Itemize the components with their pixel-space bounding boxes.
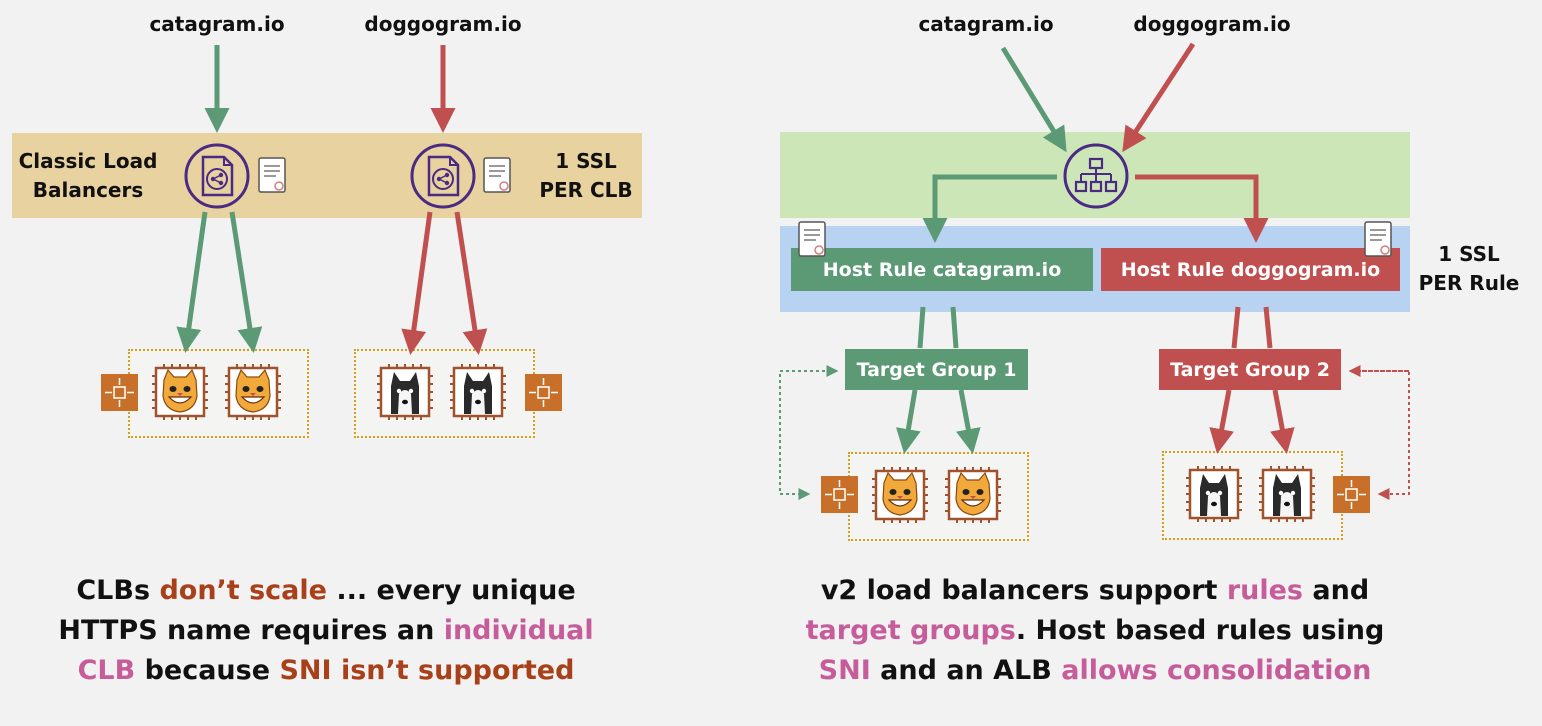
arrow-tg1-to-instance-1 xyxy=(896,389,921,454)
dog-ec2-instance-icon xyxy=(1259,466,1315,522)
arrow-clb-cat-to-instance-1 xyxy=(176,211,208,353)
cat-ec2-instance-icon xyxy=(945,467,1001,523)
host-rule-catagram: Host Rule catagram.io xyxy=(791,248,1093,291)
arrow-right-catagram-to-alb xyxy=(1000,46,1067,153)
auto-scaling-icon xyxy=(100,373,139,412)
arrow-tg1-to-instance-2 xyxy=(956,389,981,454)
arrow-tg2-to-instance-2 xyxy=(1270,389,1295,454)
dog-ec2-instance-icon xyxy=(377,364,433,420)
arrow-clb-cat-to-instance-2 xyxy=(229,211,263,353)
ssl-certificate-icon xyxy=(1364,221,1392,257)
cat-ec2-instance-icon xyxy=(872,467,928,523)
arrow-right-doggogram-to-alb xyxy=(1122,42,1196,153)
dog-ec2-instance-icon xyxy=(1186,466,1242,522)
arrow-tg2-to-instance-1 xyxy=(1209,389,1234,454)
right-caption: v2 load balancers support rules and targ… xyxy=(805,575,1385,686)
right-domain-catagram: catagram.io xyxy=(918,12,1054,36)
arrow-alb-to-rule-catagram xyxy=(922,174,1057,243)
right-domain-doggogram: doggogram.io xyxy=(1133,12,1291,36)
arrow-clb-dog-to-instance-1 xyxy=(401,211,433,355)
ssl-certificate-icon xyxy=(798,221,826,257)
application-load-balancer-icon xyxy=(1063,143,1129,209)
left-domain-catagram: catagram.io xyxy=(149,12,285,36)
auto-scaling-icon xyxy=(524,373,563,412)
ssl-per-clb-label: 1 SSL PER CLB xyxy=(539,149,633,202)
ssl-per-rule-label: 1 SSL PER Rule xyxy=(1418,242,1520,295)
host-rule-doggogram: Host Rule doggogram.io xyxy=(1101,248,1400,291)
cat-ec2-instance-icon xyxy=(225,364,281,420)
classic-load-balancers-label: Classic Load Balancers xyxy=(18,149,158,202)
dotted-link-tg1-asg xyxy=(779,370,837,500)
classic-load-balancer-icon xyxy=(184,143,250,209)
classic-load-balancer-band xyxy=(12,133,642,218)
ssl-certificate-icon xyxy=(483,157,511,193)
arrow-clb-dog-to-instance-2 xyxy=(454,211,488,355)
auto-scaling-icon xyxy=(820,475,859,514)
dotted-link-tg2-asg xyxy=(1350,370,1410,500)
target-group-1: Target Group 1 xyxy=(845,349,1028,390)
ssl-certificate-icon xyxy=(258,157,286,193)
left-caption: CLBs don’t scale ... every unique HTTPS … xyxy=(58,575,594,686)
classic-load-balancer-icon xyxy=(410,143,476,209)
arrow-alb-to-rule-doggogram xyxy=(1135,174,1269,243)
auto-scaling-icon xyxy=(1332,475,1371,514)
cat-ec2-instance-icon xyxy=(152,364,208,420)
dog-ec2-instance-icon xyxy=(450,364,506,420)
left-domain-doggogram: doggogram.io xyxy=(364,12,522,36)
target-group-2: Target Group 2 xyxy=(1159,349,1341,390)
